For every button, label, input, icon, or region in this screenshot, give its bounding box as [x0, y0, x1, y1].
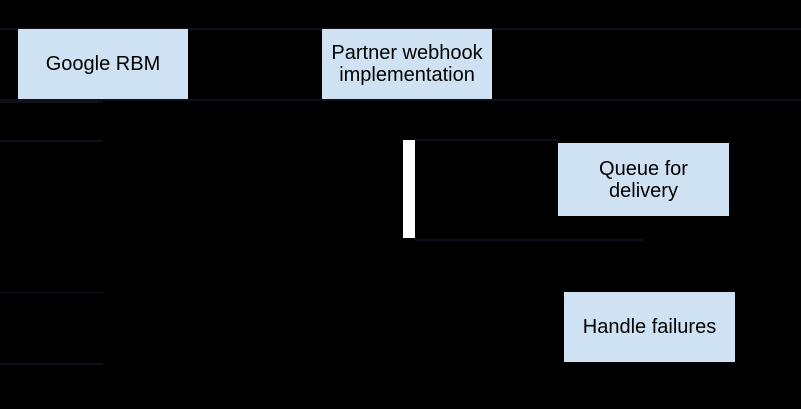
rbm-lifeline-stub-1 [0, 101, 103, 103]
header-band-bottom-line [0, 99, 801, 101]
node-queue-for-delivery-label: Queue for delivery [599, 157, 688, 202]
node-handle-failures-label: Handle failures [582, 316, 717, 338]
bar-bottom-arrow-line [415, 239, 643, 241]
node-google-rbm: Google RBM [18, 29, 188, 99]
bar-to-queue-arrow-line [415, 139, 559, 141]
rbm-lifeline-stub-3 [0, 291, 103, 294]
header-band-top-line [0, 28, 801, 30]
rbm-lifeline-stub-4 [0, 363, 103, 365]
node-google-rbm-label: Google RBM [45, 53, 161, 75]
node-queue-for-delivery: Queue for delivery [558, 143, 729, 216]
node-partner-webhook-label: Partner webhook implementation [331, 42, 483, 86]
node-partner-webhook: Partner webhook implementation [322, 29, 492, 99]
activation-bar [403, 140, 415, 238]
node-handle-failures: Handle failures [564, 292, 735, 362]
rbm-lifeline-stub-2 [0, 140, 103, 142]
